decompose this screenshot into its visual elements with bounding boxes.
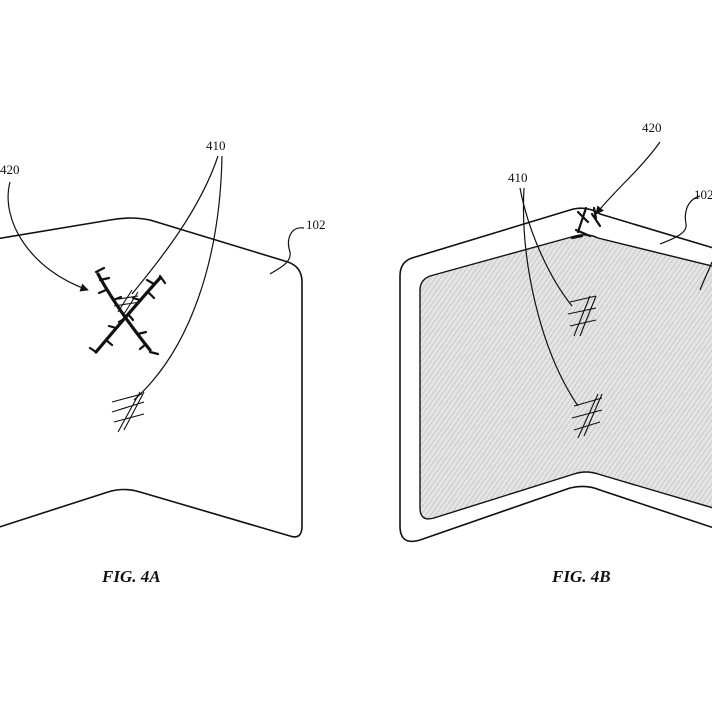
label-410-4a: 410 — [206, 138, 226, 153]
leader-420-4a — [7, 181, 89, 292]
scratches-410-4b — [567, 295, 603, 439]
leader-410-4b-bottom — [522, 187, 579, 407]
crease-damage-420-4a — [88, 266, 167, 356]
label-102-4a: 102 — [306, 217, 326, 232]
figure-4b: 410 420 102 FIG. 4B — [399, 120, 712, 586]
label-420-4b: 420 — [642, 120, 662, 135]
label-420-4a: 420 — [0, 162, 20, 177]
caption-fig-4b: FIG. 4B — [551, 567, 611, 586]
leader-edge-4b — [699, 261, 712, 291]
device-outline-4a — [0, 217, 303, 538]
caption-fig-4a: FIG. 4A — [101, 567, 161, 586]
figure-4a: 420 410 102 FIG. 4A — [0, 138, 326, 586]
scratches-410-4a — [111, 289, 145, 433]
crease-damage-420-4b — [570, 206, 602, 240]
label-102-4b: 102 — [694, 187, 712, 202]
label-410-4b: 410 — [508, 170, 528, 185]
leader-410-4a-top — [131, 155, 219, 295]
display-area-4b — [419, 234, 712, 520]
device-outline-4b — [399, 207, 712, 543]
leader-102-4a — [269, 227, 305, 275]
leader-420-4b — [595, 141, 661, 215]
leader-102-4b — [659, 195, 701, 245]
leader-410-4a-bottom — [133, 155, 223, 401]
